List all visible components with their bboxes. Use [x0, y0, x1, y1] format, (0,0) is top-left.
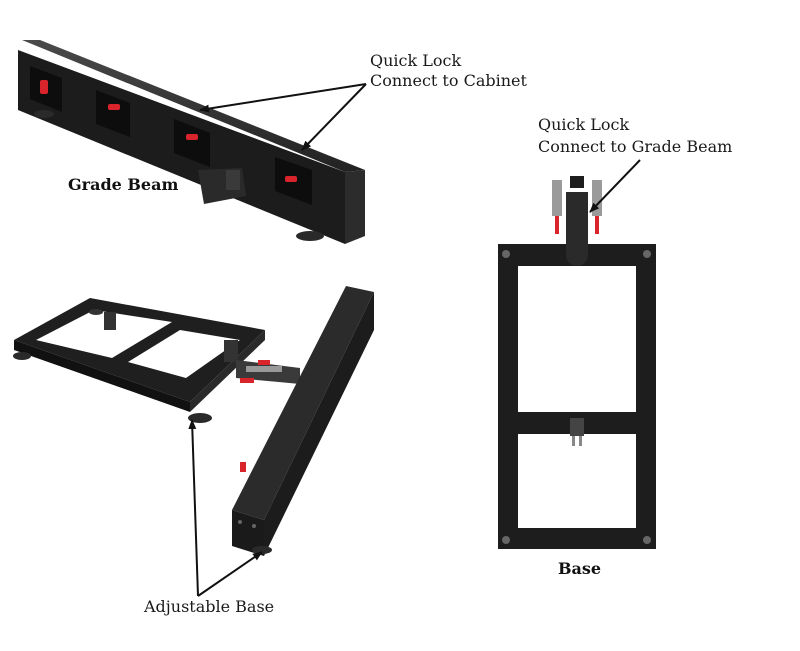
label-connect-grade-beam: Connect to Grade Beam	[538, 137, 732, 156]
label-quick-lock-1: Quick Lock	[370, 51, 462, 70]
label-quick-lock-2: Quick Lock	[538, 115, 630, 134]
arrow-quick-lock-cabinet-2	[301, 83, 367, 151]
callout-arrows	[188, 83, 641, 597]
arrow-quick-lock-cabinet-1	[199, 83, 367, 113]
arrow-adjustable-base-2	[197, 551, 263, 597]
arrow-adjustable-base-1	[188, 419, 199, 597]
base-illustration	[498, 176, 656, 549]
label-adjustable-base: Adjustable Base	[143, 597, 274, 616]
grade-beam-illustration	[18, 40, 365, 244]
label-base: Base	[558, 559, 601, 578]
assembly-illustration	[13, 286, 374, 556]
arrow-quick-lock-grade-beam	[589, 159, 641, 213]
label-connect-cabinet: Connect to Cabinet	[370, 71, 527, 90]
label-grade-beam: Grade Beam	[68, 175, 178, 194]
